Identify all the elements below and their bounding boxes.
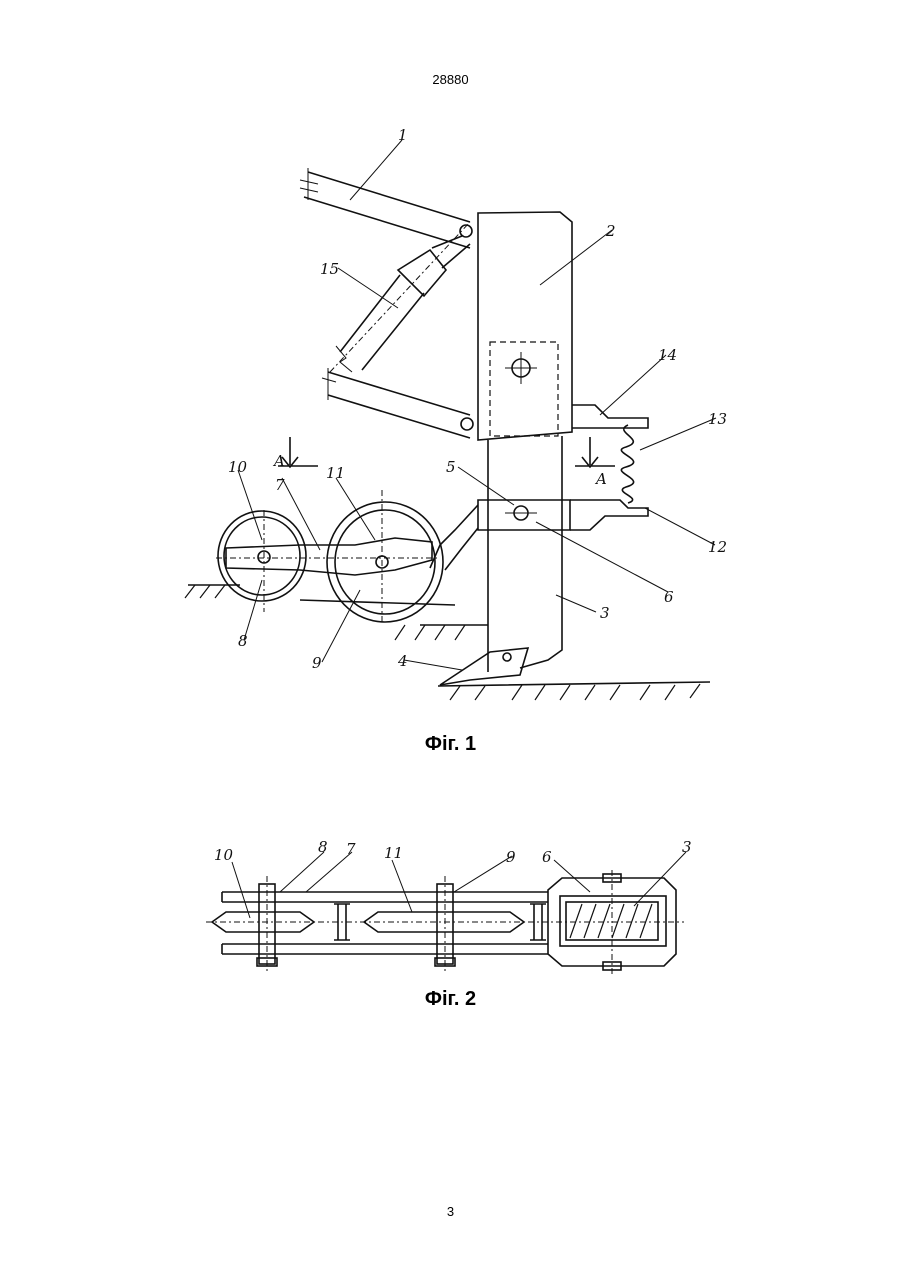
cylinder-rod bbox=[432, 236, 470, 268]
label-1: 1 bbox=[398, 126, 408, 144]
label-12: 12 bbox=[708, 538, 727, 556]
label-5: 5 bbox=[446, 458, 456, 476]
wheel-11-rim bbox=[335, 510, 435, 614]
label-8: 8 bbox=[238, 632, 248, 650]
lower-pivot bbox=[461, 418, 473, 430]
lower-link-arm bbox=[328, 372, 470, 438]
label-9: 9 bbox=[312, 654, 322, 672]
wheel-centerlines bbox=[216, 490, 440, 625]
section-label-a-left: A bbox=[272, 452, 285, 470]
share-4 bbox=[440, 648, 528, 685]
label-14: 14 bbox=[658, 346, 677, 364]
wheel-10-outer bbox=[218, 511, 306, 601]
label-13: 13 bbox=[708, 410, 727, 428]
label-10: 10 bbox=[228, 458, 248, 476]
label-4: 4 bbox=[397, 652, 408, 670]
label-2: 2 bbox=[605, 222, 616, 240]
cylinder-break bbox=[336, 346, 352, 372]
fig2-label-11: 11 bbox=[384, 844, 403, 862]
cylinder-axis bbox=[330, 222, 470, 372]
fig2-label-3: 3 bbox=[682, 838, 692, 856]
stand-3 bbox=[488, 436, 562, 672]
upper-link-arm bbox=[304, 172, 470, 248]
figure-1-drawing: 1 2 3 4 5 6 7 8 9 10 11 12 13 14 15 A A bbox=[185, 126, 727, 700]
fig2-label-8: 8 bbox=[318, 838, 328, 856]
label-7: 7 bbox=[275, 476, 285, 494]
label-6: 6 bbox=[664, 588, 674, 606]
label-11: 11 bbox=[326, 464, 345, 482]
cylinder-body bbox=[340, 275, 424, 370]
frame-hidden-plate bbox=[490, 342, 558, 436]
label-3: 3 bbox=[600, 604, 610, 622]
section-mark-right bbox=[575, 437, 615, 467]
share-bolt bbox=[503, 653, 511, 661]
link-plates bbox=[222, 892, 548, 954]
label-15: 15 bbox=[320, 260, 339, 278]
figure-2-caption: Фіг. 2 bbox=[0, 988, 901, 1011]
section-label-a-right: A bbox=[594, 470, 607, 488]
wheel-10-rim bbox=[224, 517, 300, 595]
leader-lines-fig2 bbox=[232, 852, 686, 918]
fig2-label-9: 9 bbox=[506, 848, 516, 866]
bracket-12 bbox=[570, 500, 648, 530]
page-footer-number: 3 bbox=[0, 1204, 901, 1219]
bracket-14 bbox=[572, 405, 648, 428]
leader-lines-fig1 bbox=[238, 140, 716, 670]
figure-1-caption: Фіг. 1 bbox=[0, 733, 901, 756]
fig2-label-6: 6 bbox=[542, 848, 552, 866]
spring-13 bbox=[621, 425, 633, 503]
frame-bolt-centerline bbox=[505, 352, 537, 384]
wheel-arm bbox=[430, 505, 478, 570]
fig2-label-10: 10 bbox=[214, 846, 234, 864]
figure-2-drawing: 10 8 7 11 9 6 3 bbox=[206, 838, 692, 974]
fig2-label-7: 7 bbox=[346, 840, 356, 858]
stand-3-hatching bbox=[570, 904, 652, 938]
clamp-6 bbox=[478, 500, 570, 530]
